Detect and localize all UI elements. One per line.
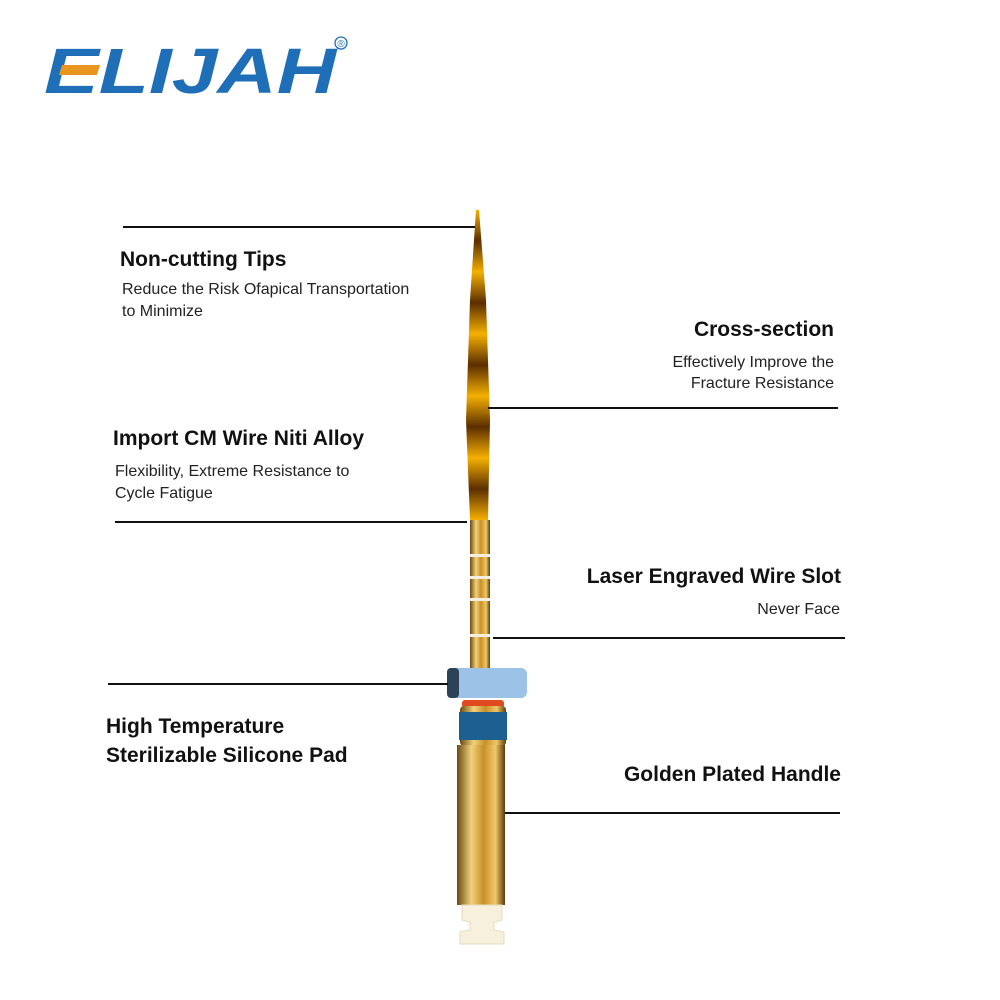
registered-mark: ® [337,39,345,50]
leader-line-silicone-pad [108,683,448,685]
callout-title-wire-slot: Laser Engraved Wire Slot [586,565,841,588]
leader-line-cross-section [488,407,838,409]
callout-desc-cross-section-1: Effectively Improve the [672,354,834,371]
callout-title-alloy: Import CM Wire Niti Alloy [113,427,365,450]
callout-title-cross-section: Cross-section [693,318,834,341]
leader-line-tips [123,226,475,228]
silicone-stopper [447,668,527,698]
callout-title-tips: Non-cutting Tips [120,248,287,271]
golden-handle [457,700,507,945]
leader-line-wire-slot [493,637,845,639]
file-shank [470,520,490,670]
logo-orange-bar [59,65,100,75]
file-working-part [466,210,490,520]
leader-line-handle [505,812,840,814]
callout-title-silicone-pad: High Temperature [106,715,285,738]
callout-title-silicone-pad-2: Sterilizable Silicone Pad [106,744,348,767]
callout-desc-wire-slot: Never Face [757,601,840,618]
callout-desc-cross-section-2: Fracture Resistance [690,375,834,392]
callout-title-handle: Golden Plated Handle [623,763,841,786]
elijah-logo: ELIJAH ® [44,35,348,107]
callout-desc-tips-2: to Minimize [122,303,203,320]
leader-line-alloy [115,521,467,523]
callout-desc-tips-1: Reduce the Risk Ofapical Transportation [122,281,410,298]
callout-desc-alloy-2: Cycle Fatigue [115,485,213,502]
callout-desc-alloy-1: Flexibility, Extreme Resistance to [115,463,350,480]
